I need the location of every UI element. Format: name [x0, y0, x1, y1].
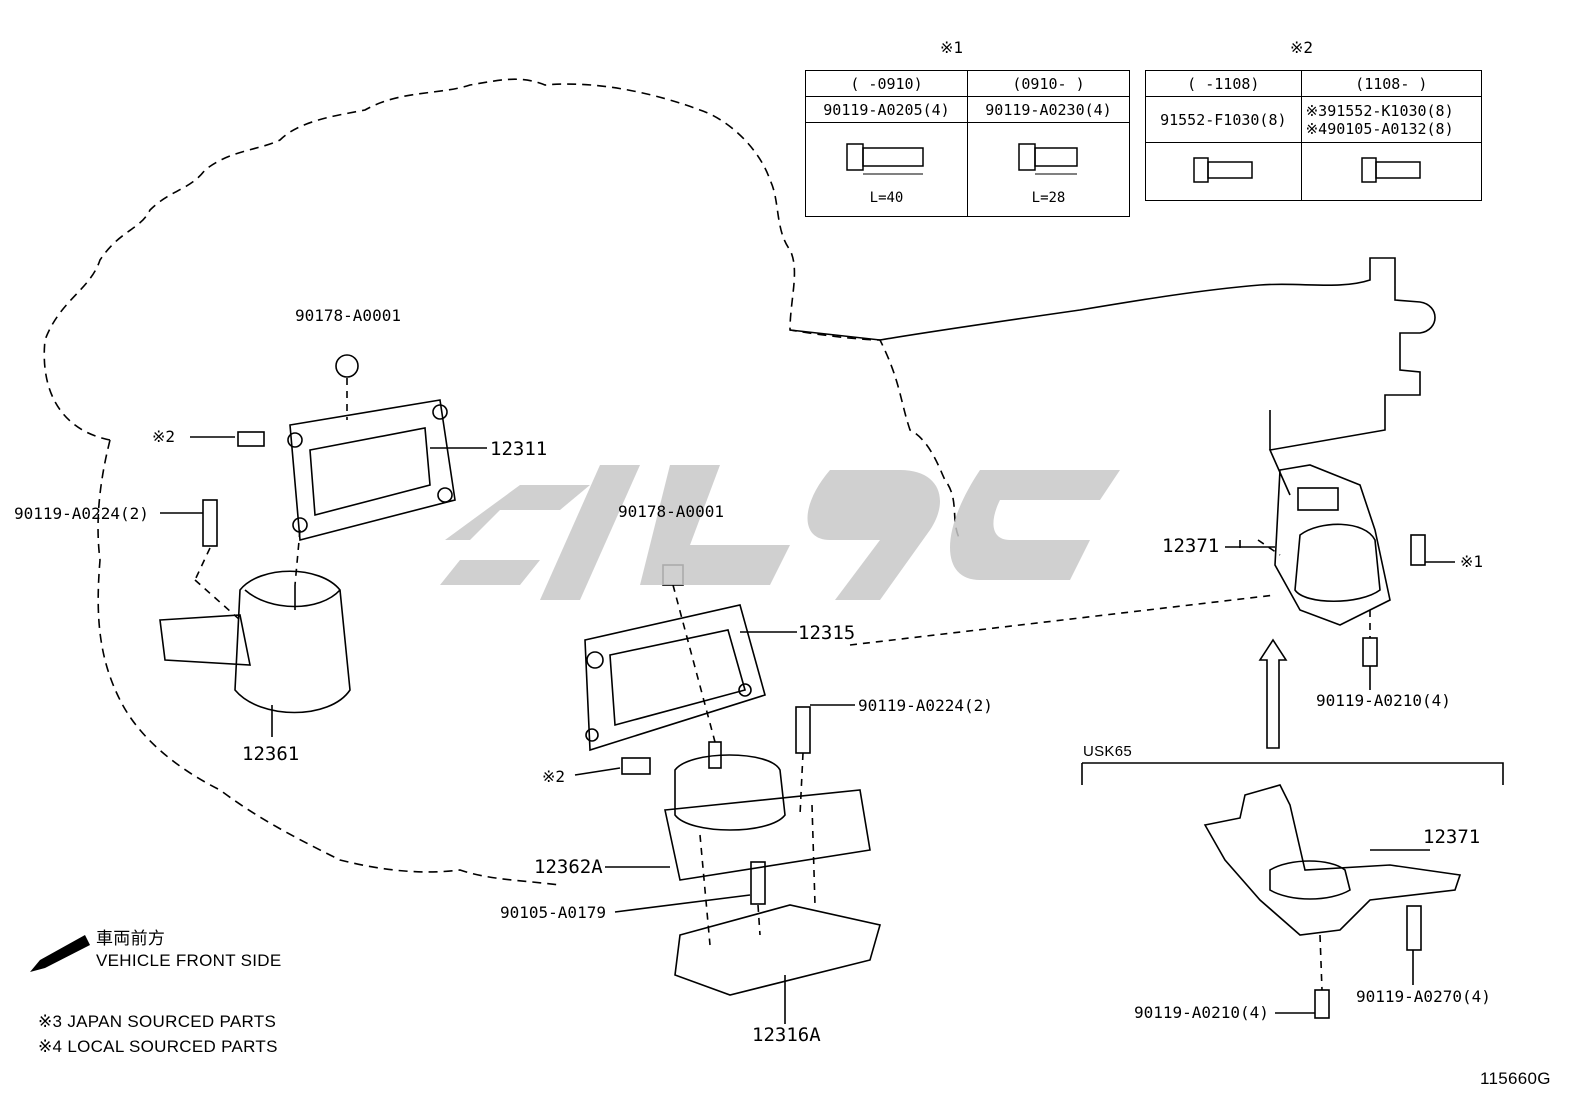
mount-12371-bottom-drawing: [1203, 784, 1462, 936]
bolt-note1-right: [1410, 534, 1426, 566]
callout-90119-a0270: 90119-A0270(4): [1356, 987, 1491, 1006]
table-note2: ( -1108) (1108- ) 91552-F1030(8) ※391552…: [1145, 70, 1483, 201]
bolt-90119-a0210-bottom: [1314, 989, 1330, 1019]
nut-90178-top: [335, 354, 359, 378]
callout-note2-mid: ※2: [542, 767, 566, 786]
table-note1-part-1: 90119-A0205(4): [805, 96, 968, 123]
figure-id: 115660G: [1480, 1069, 1551, 1088]
table-note2-part-1: 91552-F1030(8): [1145, 96, 1302, 143]
table-note1-part-2: 90119-A0230(4): [967, 96, 1130, 123]
plate-12316a-drawing: [674, 904, 882, 996]
table-note1-length-1: L=40: [869, 189, 904, 206]
legend-note4: ※4 LOCAL SOURCED PARTS: [38, 1037, 278, 1056]
callout-90119-a0224-left: 90119-A0224(2): [14, 504, 149, 523]
legend-note3: ※3 JAPAN SOURCED PARTS: [38, 1012, 277, 1031]
table-note2-range-2: (1108- ): [1300, 70, 1483, 97]
up-arrow: [1258, 638, 1288, 749]
label-usk65: USK65: [1083, 743, 1133, 760]
table-note2-marker: ※2: [1290, 38, 1314, 57]
callout-12371-bottom: 12371: [1423, 826, 1481, 848]
table-note1-bolt-1: L=40: [805, 122, 968, 217]
bolt-l40-icon: [845, 142, 924, 174]
bracket-12311-drawing: [289, 399, 456, 542]
bolt-90119-a0210-top: [1362, 637, 1378, 667]
table-note1-bolt-2: L=28: [967, 122, 1130, 217]
callout-12362a: 12362A: [534, 856, 603, 878]
callout-12316a: 12316A: [752, 1024, 821, 1046]
table-note1-length-2: L=28: [1031, 189, 1066, 206]
bolt-note2-mid: [621, 757, 651, 775]
callout-note2-left: ※2: [152, 427, 176, 446]
callout-12315: 12315: [798, 622, 856, 644]
table-note2-part-3: ※490105-A0132(8): [1305, 119, 1454, 138]
mount-12371-top-drawing: [1274, 464, 1391, 626]
callout-12361: 12361: [242, 743, 300, 765]
bolt-note2-left: [237, 431, 265, 447]
callout-90119-a0210-bottom: 90119-A0210(4): [1134, 1003, 1269, 1022]
usk65-bracket: [1081, 762, 1504, 785]
callout-90119-a0224-mid: 90119-A0224(2): [858, 696, 993, 715]
callout-90119-a0210-top: 90119-A0210(4): [1316, 691, 1451, 710]
engine-outline: [43, 78, 961, 886]
table-note1: ( -0910) (0910- ) 90119-A0205(4) 90119-A…: [805, 70, 1130, 217]
callout-90178-a0001-top: 90178-A0001: [295, 306, 401, 325]
callout-note1-right: ※1: [1460, 552, 1484, 571]
flange-bolt-icon: [1361, 156, 1422, 183]
table-note2-part-2-cell: ※391552-K1030(8) ※490105-A0132(8): [1300, 96, 1483, 143]
legend-front-jp: 車両前方: [96, 929, 166, 948]
table-note1-range-2: (0910- ): [967, 70, 1130, 97]
mount-12361-drawing: [159, 570, 351, 714]
bolt-90119-a0224-mid: [795, 706, 811, 754]
table-note2-range-1: ( -1108): [1145, 70, 1302, 97]
callout-90178-a0001-mid: 90178-A0001: [618, 502, 724, 521]
table-note2-part-2: ※391552-K1030(8): [1305, 101, 1454, 120]
bolt-90119-a0224-left: [202, 499, 218, 547]
bolt-90105-a0179: [750, 861, 766, 905]
table-note2-bolt-1: [1145, 142, 1302, 201]
bolt-90119-a0270: [1406, 905, 1422, 951]
callout-12311: 12311: [490, 438, 548, 460]
table-note1-marker: ※1: [940, 38, 964, 57]
callout-12371-top: 12371: [1162, 535, 1220, 557]
table-note1-range-1: ( -0910): [805, 70, 968, 97]
transmission-outline: [789, 257, 1436, 496]
table-note2-bolt-2: [1300, 142, 1483, 201]
mount-12371-stud: [1297, 487, 1339, 511]
legend-front-en: VEHICLE FRONT SIDE: [96, 951, 282, 970]
bolt-l28-icon: [1017, 142, 1078, 174]
mount-12362a-drawing: [664, 754, 871, 881]
callout-90105-a0179: 90105-A0179: [500, 903, 606, 922]
watermark-logo: [440, 465, 1120, 600]
bracket-12315-drawing: [584, 604, 766, 752]
front-direction-arrow: [30, 935, 90, 972]
flange-bolt-icon: [1193, 156, 1254, 183]
